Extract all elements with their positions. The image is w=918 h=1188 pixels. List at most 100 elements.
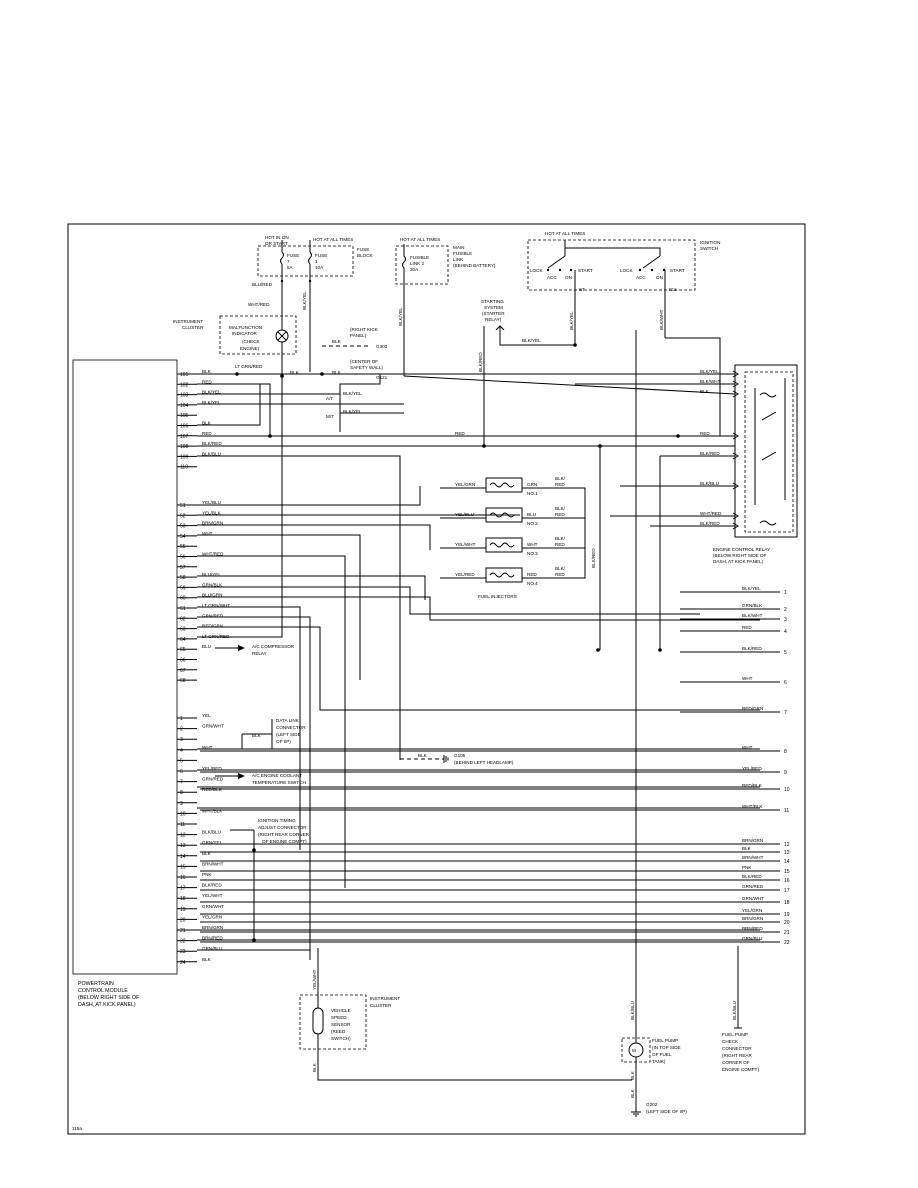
injector-name-3: NO.4 (527, 581, 538, 586)
pcm-a-pin-110: 110 (180, 465, 188, 471)
pcm-label: POWERTRAIN CONTROL MODULE (BELOW RIGHT S… (78, 981, 140, 1008)
svg-text:HOT IN ON: HOT IN ON (265, 235, 289, 240)
svg-text:BLK/YEL: BLK/YEL (343, 409, 362, 414)
svg-text:CONTROL MODULE: CONTROL MODULE (78, 988, 128, 994)
pcm-a-wire-104: BLK/YEL (202, 400, 221, 405)
svg-text:SAFETY WALL): SAFETY WALL) (350, 365, 383, 370)
svg-text:G105: G105 (454, 753, 466, 758)
pcm-a-pin-101: 101 (180, 372, 189, 378)
svg-text:G202: G202 (646, 1102, 658, 1107)
svg-text:BLK/WHT: BLK/WHT (659, 309, 664, 330)
ecr-wire-1: BLK/WHT (700, 379, 721, 384)
pcm-b-pin-61: 61 (180, 606, 186, 612)
pcm-b-wire-64: LT GRN/RED (202, 634, 230, 639)
right-conn-pin-15: 15 (784, 869, 790, 875)
svg-text:DASH, AT KICK PANEL): DASH, AT KICK PANEL) (713, 559, 764, 564)
svg-text:7: 7 (287, 259, 290, 264)
pcm-c-wire-22: BRN/RED (202, 936, 223, 941)
svg-text:DATA LINK: DATA LINK (276, 718, 300, 723)
pcm-c-wire-6: YEL/RED (202, 766, 222, 771)
svg-text:DASH, AT KICK PANEL): DASH, AT KICK PANEL) (78, 1002, 136, 1008)
injector-in-wire-3: YEL/RED (455, 572, 475, 577)
svg-text:BLK: BLK (630, 1070, 635, 1080)
pcm-c-pin-4: 4 (180, 748, 183, 754)
svg-text:IGNITION: IGNITION (700, 240, 720, 245)
pcm-c-wire-4: WHT (202, 745, 213, 750)
right-conn-wire-2: GRN/BLK (742, 603, 763, 608)
pcm-a-pin-108: 108 (180, 444, 189, 450)
pcm-b-wire-51: YEL/BLU (202, 500, 221, 505)
right-conn-pin-17: 17 (784, 888, 790, 894)
pcm-c-wire-10: WHT/BLK (202, 808, 223, 813)
svg-text:BLK/RED: BLK/RED (478, 352, 483, 372)
svg-text:FUSE: FUSE (315, 253, 327, 258)
svg-text:INSTRUMENT: INSTRUMENT (370, 996, 400, 1001)
right-conn-wire-19: YEL/GRN (742, 908, 762, 913)
svg-text:SYSTEM: SYSTEM (484, 305, 503, 310)
right-conn-pin-11: 11 (784, 808, 789, 814)
right-conn-pin-1: 1 (784, 590, 787, 596)
injector-feed-b-3: RED (555, 572, 565, 577)
svg-text:1: 1 (315, 259, 318, 264)
vehicle-speed-sensor: YEL/WHT VEHICLE SPEED SENSOR (REED SWITC… (299, 948, 632, 1081)
right-conn-wire-8: WHT (742, 745, 753, 750)
svg-text:10A: 10A (315, 265, 324, 270)
right-conn-wire-13: BLK (742, 846, 752, 851)
pcm-c-pin-15: 15 (180, 864, 186, 870)
injector-out-wire-0: GRN (527, 482, 537, 487)
svg-text:BLK/YEL: BLK/YEL (398, 307, 403, 326)
wire-runs (197, 337, 760, 960)
svg-text:STARTING: STARTING (481, 299, 504, 304)
pcm-c-pin-13: 13 (180, 843, 186, 849)
pcm-a-pin-105: 105 (180, 413, 189, 419)
svg-text:RELAY: RELAY (252, 651, 267, 656)
right-conn-pin-18: 18 (784, 900, 790, 906)
pcm-c-pin-9: 9 (180, 801, 183, 807)
svg-text:BLK: BLK (332, 339, 342, 344)
svg-text:(BEHIND LEFT HEADLAMP): (BEHIND LEFT HEADLAMP) (454, 760, 514, 765)
pcm-c-wire-21: BRN/GRN (202, 925, 223, 930)
svg-text:(STARTER: (STARTER (482, 311, 505, 316)
pcm-b-pin-60: 60 (180, 596, 186, 602)
pcm-c-pin-18: 18 (180, 896, 186, 902)
ignition-switch: HOT AT ALL TIMES IGNITION SWITCH LOCK AC… (527, 231, 720, 345)
pcm-b-pin-59: 59 (180, 585, 186, 591)
svg-text:5A: 5A (287, 265, 294, 270)
svg-text:A/C COMPRESSOR: A/C COMPRESSOR (252, 644, 295, 649)
svg-text:START: START (578, 268, 593, 273)
svg-text:BLK: BLK (332, 370, 342, 375)
right-conn-wire-16: BLK/RED (742, 874, 762, 879)
ecr-wire-7: BLK/RED (700, 521, 720, 526)
pcm-b-pin-67: 67 (180, 668, 186, 674)
svg-text:TEMPERATURE SWITCH: TEMPERATURE SWITCH (252, 780, 306, 785)
injector-in-wire-2: YEL/WHT (455, 542, 476, 547)
pcm-b-pin-52: 52 (180, 513, 186, 519)
svg-text:FUSIBLE: FUSIBLE (453, 251, 472, 256)
svg-text:SENSOR: SENSOR (331, 1022, 351, 1027)
ecr-wire-6: WHT/RED (700, 511, 722, 516)
pcm-c-wire-17: BLK/RED (202, 883, 222, 888)
pcm-c-wire-20: YEL/GRN (202, 914, 222, 919)
svg-text:ENGINE): ENGINE) (240, 346, 260, 351)
pcm-a-wire-106: BLK (202, 421, 212, 426)
pcm-c-wire-16: PNK (202, 872, 212, 877)
pcm-c-pin-11: 11 (180, 822, 185, 828)
right-conn-pin-20: 20 (784, 920, 790, 926)
svg-text:HOT AT ALL TIMES: HOT AT ALL TIMES (313, 237, 353, 242)
right-conn-pin-21: 21 (784, 930, 790, 936)
svg-text:OR START: OR START (265, 241, 288, 246)
pcm-c-wire-18: YEL/WHT (202, 893, 223, 898)
svg-text:SWITCH: SWITCH (700, 246, 718, 251)
svg-text:POWERTRAIN: POWERTRAIN (78, 981, 114, 987)
right-conn-pin-19: 19 (784, 912, 790, 918)
fuse-block: HOT IN ON OR START HOT AT ALL TIMES FUSE… (252, 235, 374, 372)
svg-text:ACC: ACC (547, 275, 557, 280)
right-conn-pin-10: 10 (784, 787, 790, 793)
svg-text:BLK/YEL: BLK/YEL (522, 338, 541, 343)
engine-control-relay: ENGINE CONTROL RELAY (BELOW RIGHT SIDE O… (455, 364, 798, 564)
svg-text:IG1: IG1 (669, 287, 677, 292)
right-conn-wire-1: BLK/YEL (742, 586, 761, 591)
pcm-c-pin-21: 21 (180, 928, 186, 934)
